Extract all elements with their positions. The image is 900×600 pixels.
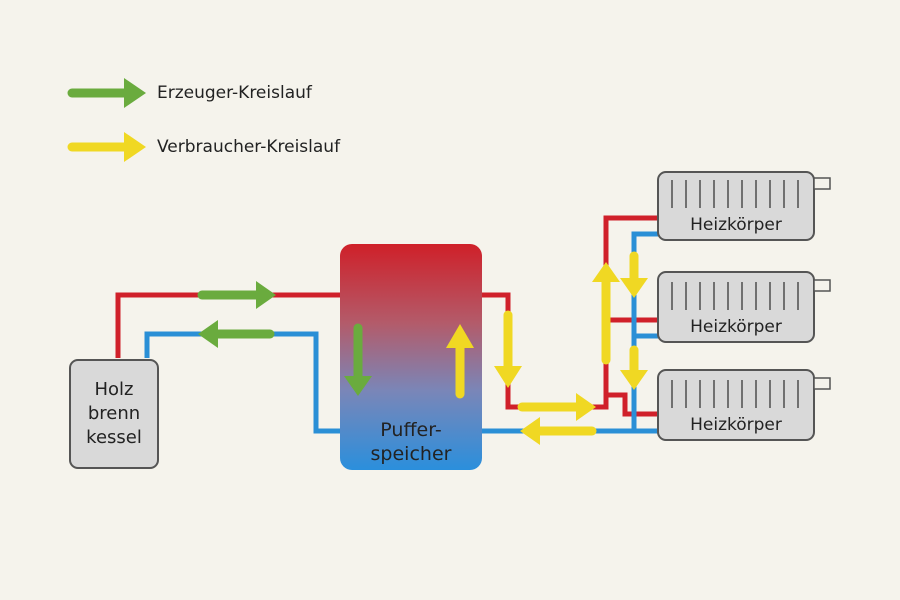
tank-producer-arrow-down — [344, 323, 372, 396]
tank-label-line-1: Puffer- — [380, 419, 442, 441]
radiator-2-label: Heizkörper — [690, 317, 782, 337]
consumer-flow-arrow-left — [520, 417, 597, 445]
consumer-flow-arrow-right — [517, 393, 596, 421]
return-arrow-down-upper — [620, 251, 648, 298]
riser-arrow-up — [592, 262, 620, 365]
boiler-label-line-1: Holz — [94, 379, 134, 400]
radiator-3-label: Heizkörper — [690, 415, 782, 435]
tank-consumer-arrow-up — [446, 324, 474, 399]
tank-label: Puffer- speicher — [350, 418, 472, 466]
producer-hot-pipe — [115, 292, 342, 358]
return-arrow-down-lower — [620, 345, 648, 390]
tank-label-line-2: speicher — [370, 443, 452, 465]
producer-flow-arrow-right — [197, 281, 276, 309]
radiator-3 — [657, 369, 831, 441]
legend-consumer-arrow — [67, 132, 146, 162]
boiler-label-line-2: brenn — [87, 403, 141, 424]
legend-consumer-label: Verbraucher-Kreislauf — [157, 137, 341, 157]
radiator-1-label: Heizkörper — [690, 215, 782, 235]
producer-cold-pipe — [144, 331, 342, 434]
radiator-1 — [657, 171, 831, 241]
legend-producer-arrow — [67, 78, 146, 108]
producer-flow-arrow-left — [198, 320, 275, 348]
buffer-tank — [340, 244, 482, 470]
radiator-2 — [657, 271, 831, 343]
boiler-label: Holz brenn kessel — [70, 378, 158, 450]
consumer-hot-branch-3 — [606, 392, 658, 417]
boiler-label-line-3: kessel — [86, 427, 142, 448]
legend-producer-label: Erzeuger-Kreislauf — [157, 83, 312, 103]
consumer-flow-arrow-down — [494, 310, 522, 388]
boiler-box — [69, 359, 159, 469]
